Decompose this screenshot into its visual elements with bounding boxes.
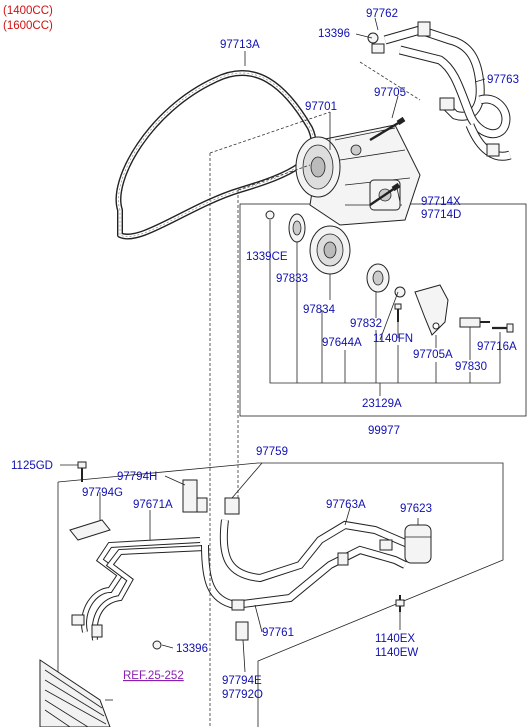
nut-1339ce <box>265 210 275 220</box>
reference-link[interactable]: REF.25-252 <box>123 670 184 682</box>
engine-variant-1600: (1600CC) <box>3 20 53 32</box>
sensor-97830 <box>459 317 490 328</box>
receiver-drier <box>404 524 432 564</box>
bolt-97714x <box>369 182 401 206</box>
label-97716a: 97716A <box>477 341 517 353</box>
label-97762: 97762 <box>366 8 398 20</box>
leader-lines <box>60 17 501 701</box>
label-97834: 97834 <box>303 304 336 316</box>
compressor <box>295 124 421 226</box>
liquid-tube <box>71 537 206 641</box>
label-97794g: 97794G <box>82 487 123 499</box>
pulley-97834 <box>309 225 351 275</box>
ring-97644a <box>394 286 406 298</box>
bolt-97716a <box>492 323 514 333</box>
clip-13396-top <box>367 32 385 54</box>
label-97830: 97830 <box>455 361 487 373</box>
clutch-hub-97833 <box>288 213 306 243</box>
label-97763a: 97763A <box>326 499 366 511</box>
coil-97832 <box>366 263 390 293</box>
label-97714d: 97714D <box>421 209 461 221</box>
bracket-97794e <box>235 621 249 641</box>
bolt-1125gd <box>77 461 87 482</box>
label-97714x: 97714X <box>421 196 461 208</box>
label-97832: 97832 <box>350 318 382 330</box>
label-97671a: 97671A <box>133 499 173 511</box>
bolt-1140ex <box>395 595 405 612</box>
label-97794e: 97794E <box>222 675 262 687</box>
bracket-97794g <box>69 519 111 541</box>
label-97701: 97701 <box>305 101 337 113</box>
label-99977: 99977 <box>368 425 400 437</box>
label-97794h: 97794H <box>117 471 157 483</box>
label-97833: 97833 <box>276 273 308 285</box>
label-1140ew: 1140EW <box>375 647 418 659</box>
label-13396-bottom: 13396 <box>176 643 208 655</box>
engine-variant-1400: (1400CC) <box>3 5 53 17</box>
dashed-connectors <box>209 61 421 727</box>
condenser <box>39 659 111 727</box>
bolt-97705 <box>369 116 406 142</box>
label-97705: 97705 <box>374 87 406 99</box>
label-1339ce: 1339CE <box>246 251 288 263</box>
drive-belt <box>115 70 317 240</box>
label-97644a: 97644A <box>322 337 362 349</box>
label-97713a: 97713A <box>220 39 260 51</box>
label-1140ex: 1140EX <box>375 633 415 645</box>
label-13396-top: 13396 <box>318 28 350 40</box>
label-1140fn: 1140FN <box>373 333 413 345</box>
bracket-97705a <box>414 284 449 336</box>
label-97623: 97623 <box>400 503 432 515</box>
nut-13396-bottom <box>152 640 162 650</box>
label-1125gd: 1125GD <box>11 460 53 472</box>
label-97763: 97763 <box>487 74 519 86</box>
fitting-97759 <box>224 497 240 515</box>
suction-hose <box>383 21 512 161</box>
label-97761: 97761 <box>262 627 294 639</box>
label-23129a: 23129A <box>362 398 402 410</box>
discharge-hose <box>201 519 412 611</box>
screw-1140fn <box>394 303 402 322</box>
clutch-kit-frame <box>239 203 527 417</box>
label-97705a: 97705A <box>413 349 453 361</box>
label-97792o: 97792O <box>222 689 263 701</box>
label-97759: 97759 <box>256 446 288 458</box>
bracket-97794h <box>182 479 208 513</box>
labels: (1400CC) (1600CC) 97762 13396 97763 9771… <box>3 5 519 701</box>
